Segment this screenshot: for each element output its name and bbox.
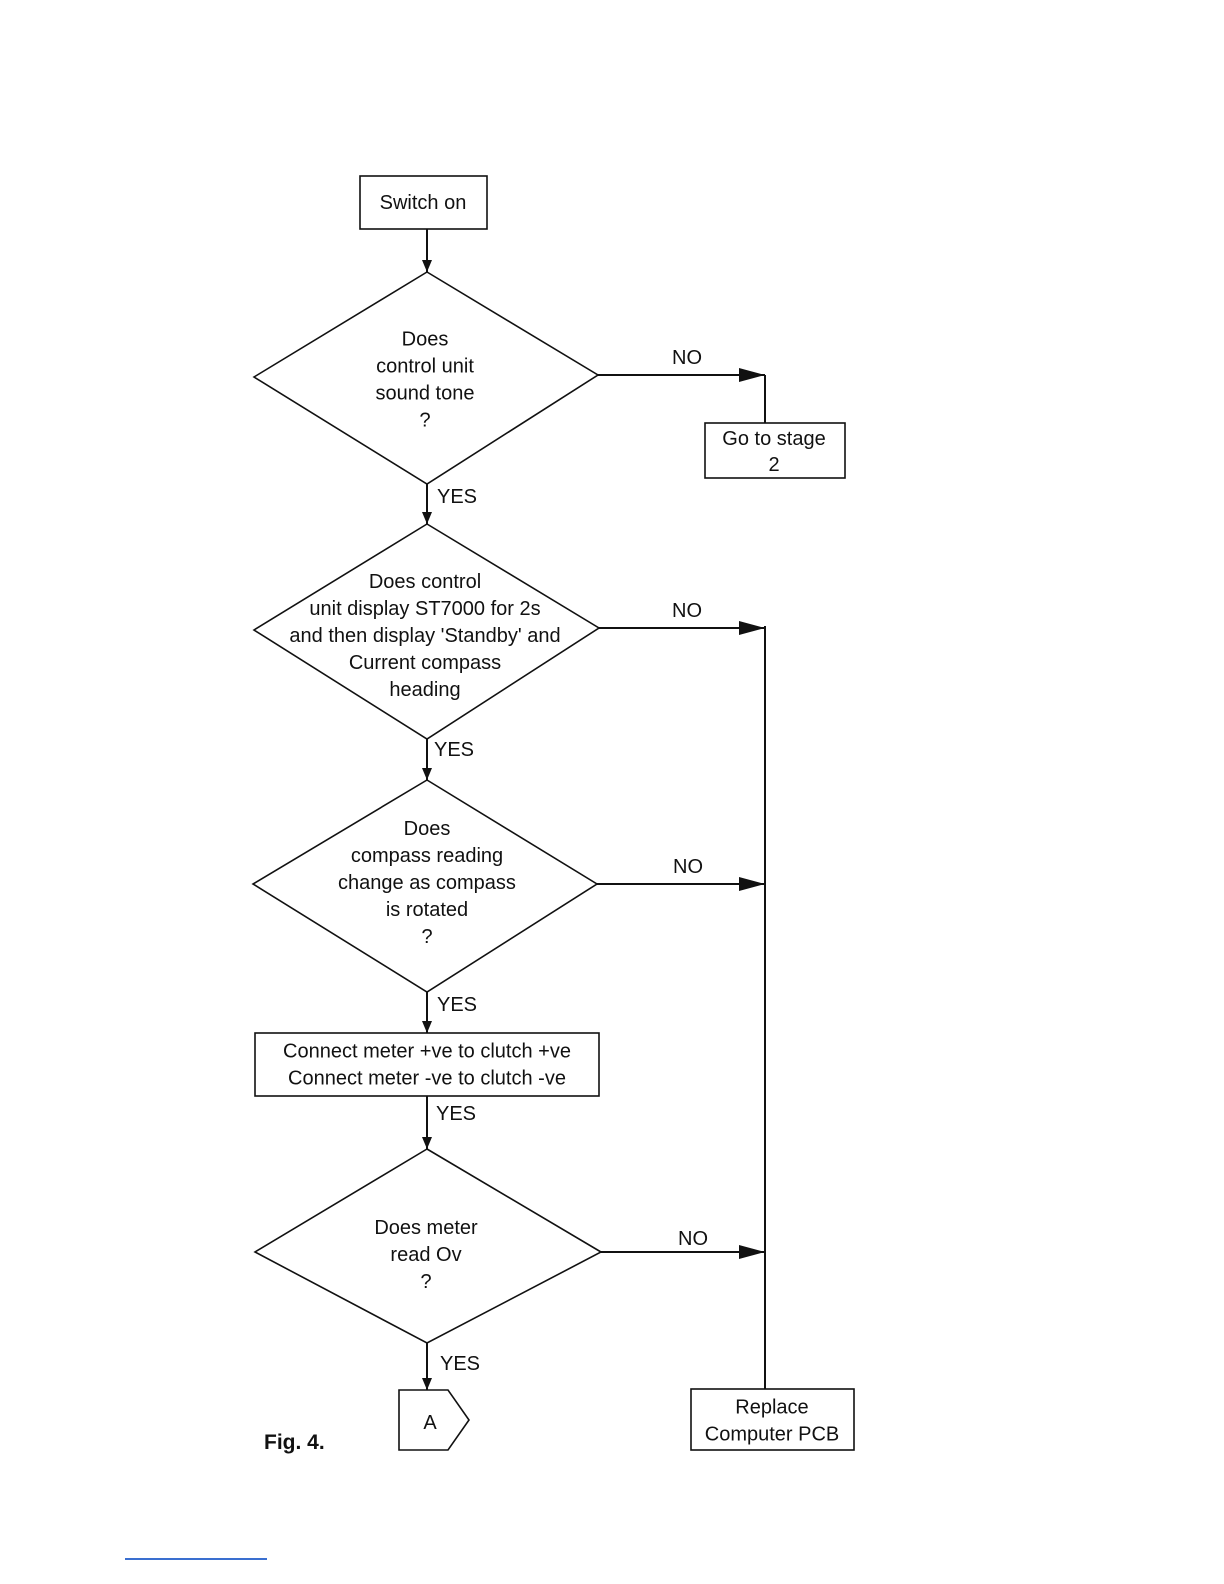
text-line: Current compass	[349, 652, 501, 674]
text-line: and then display 'Standby' and	[289, 625, 560, 647]
replace-box	[690, 1388, 855, 1451]
node-connector-a: A	[398, 1389, 470, 1451]
node-q3: Does compass reading change as compass is r…	[251, 779, 599, 993]
label-yes-q3: YES	[437, 994, 477, 1016]
q3-text: Does compass reading change as compass is r…	[338, 818, 516, 948]
label-no-q4: NO	[678, 1228, 708, 1250]
label-yes-q4: YES	[440, 1353, 480, 1375]
node-q2: Does control unit display ST7000 for 2s an…	[252, 523, 601, 740]
text-line: Connect meter -ve to clutch -ve	[288, 1068, 566, 1090]
label-yes-q2: YES	[434, 739, 474, 761]
text-line: unit display ST7000 for 2s	[309, 598, 540, 620]
text-line: Replace	[735, 1397, 808, 1419]
text-line: compass reading	[351, 845, 503, 867]
text-line: heading	[389, 679, 460, 701]
text-line: read Ov	[390, 1244, 461, 1266]
text-line: change as compass	[338, 872, 516, 894]
text-line: ?	[420, 1271, 431, 1293]
connector-a-label: A	[423, 1412, 437, 1434]
text-line: Connect meter +ve to clutch +ve	[283, 1041, 571, 1063]
text-line: Does	[402, 329, 449, 351]
text-line: sound tone	[376, 383, 475, 405]
node-stage2: Go to stage 2	[704, 422, 846, 479]
node-start: Switch on	[359, 175, 488, 230]
text-line: Does control	[369, 571, 481, 593]
text-line: ?	[419, 410, 430, 432]
q2-text: Does control unit display ST7000 for 2s an…	[289, 571, 560, 701]
edges	[422, 229, 766, 1390]
text-line: control unit	[376, 356, 474, 378]
q4-text: Does meter read Ov?	[374, 1217, 478, 1293]
label-yes-connect: YES	[436, 1103, 476, 1125]
stage2-text: Go to stage 2	[722, 428, 825, 476]
decision-diamond	[251, 779, 599, 993]
label-no-q3: NO	[673, 856, 703, 878]
node-q1: Does control unit sound tone?	[252, 271, 600, 485]
node-q4: Does meter read Ov?	[253, 1148, 603, 1344]
label-no-q1: NO	[672, 347, 702, 369]
text-line: ?	[421, 926, 432, 948]
offpage-connector	[398, 1389, 470, 1451]
text-line: Switch on	[380, 192, 467, 214]
q1-text: Does control unit sound tone?	[376, 329, 475, 432]
connect-box	[254, 1032, 600, 1097]
text-line: Does	[404, 818, 451, 840]
start-text: Switch on	[380, 192, 467, 214]
edge-labels: YES YES YES YES YES NO NO NO NO	[434, 347, 708, 1375]
decision-diamond	[252, 523, 601, 740]
text-line: Does meter	[374, 1217, 478, 1239]
decision-diamond	[252, 271, 600, 485]
text-line: Computer PCB	[705, 1424, 840, 1446]
start-box	[359, 175, 488, 230]
decision-diamond	[253, 1148, 603, 1344]
label-yes-q1: YES	[437, 486, 477, 508]
text-line: is rotated	[386, 899, 468, 921]
text-line: Go to stage	[722, 428, 825, 450]
stage2-box	[704, 422, 846, 479]
label-no-q2: NO	[672, 600, 702, 622]
text-line: 2	[768, 454, 779, 476]
figure-label: Fig. 4.	[264, 1431, 325, 1454]
